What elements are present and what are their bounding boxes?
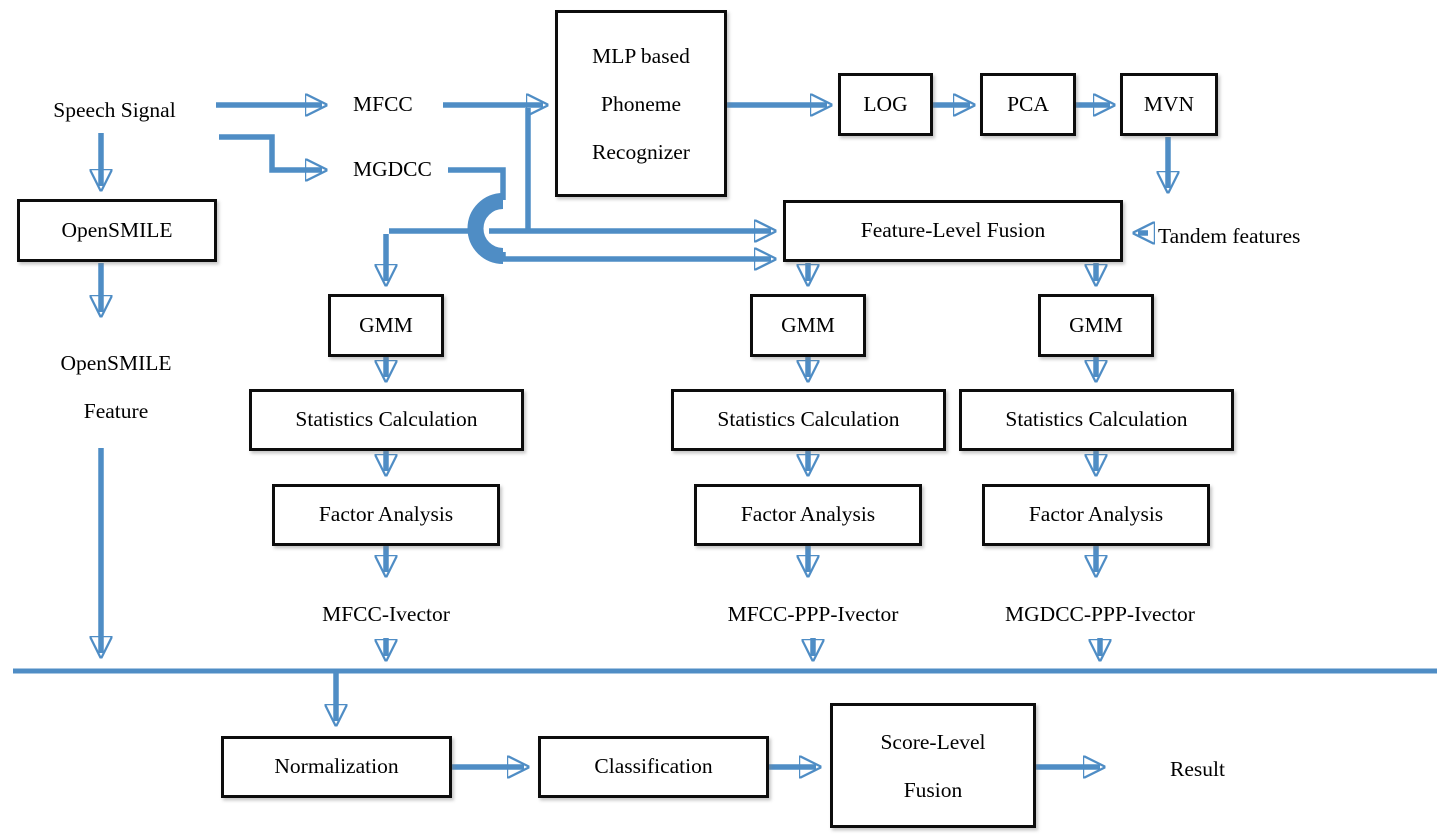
gmm-mfcc-box: GMM — [328, 294, 444, 357]
opensmile-box: OpenSMILE — [17, 199, 217, 262]
log-box: LOG — [838, 73, 933, 136]
mfcc-label: MFCC — [353, 92, 413, 117]
line-mgdcc-to-jump — [448, 167, 506, 200]
speech-signal-label: Speech Signal — [53, 98, 176, 123]
line-jump-arc — [467, 193, 504, 264]
mlp-phoneme-recognizer-box: MLP based Phoneme Recognizer — [555, 10, 727, 197]
gmm-mfcc-ppp-box: GMM — [750, 294, 866, 357]
opensmile-feature-label: OpenSMILE Feature — [60, 351, 172, 423]
mfcc-ivector-label: MFCC-Ivector — [322, 602, 450, 627]
gmm-mgdcc-ppp-box: GMM — [1038, 294, 1154, 357]
mvn-box: MVN — [1120, 73, 1218, 136]
factor-analysis-mfcc-ppp-box: Factor Analysis — [694, 484, 922, 546]
tandem-features-label: Tandem features — [1158, 224, 1301, 249]
classification-box: Classification — [538, 736, 769, 798]
arrow-speech-signal-to-mgdcc — [219, 134, 322, 170]
result-label: Result — [1170, 757, 1225, 782]
arrow-mgdcc-to-fusion — [500, 252, 771, 259]
mfcc-ppp-ivector-label: MFCC-PPP-Ivector — [727, 602, 899, 627]
score-level-fusion-box: Score-Level Fusion — [830, 703, 1036, 828]
factor-analysis-mgdcc-ppp-box: Factor Analysis — [982, 484, 1210, 546]
normalization-box: Normalization — [221, 736, 452, 798]
statistics-calculation-mfcc-ppp-box: Statistics Calculation — [671, 389, 946, 451]
feature-level-fusion-box: Feature-Level Fusion — [783, 200, 1123, 262]
statistics-calculation-mgdcc-ppp-box: Statistics Calculation — [959, 389, 1234, 451]
mgdcc-label: MGDCC — [353, 157, 432, 182]
pca-box: PCA — [980, 73, 1076, 136]
factor-analysis-mfcc-box: Factor Analysis — [272, 484, 500, 546]
statistics-calculation-mfcc-box: Statistics Calculation — [249, 389, 524, 451]
mgdcc-ppp-ivector-label: MGDCC-PPP-Ivector — [1005, 602, 1195, 627]
